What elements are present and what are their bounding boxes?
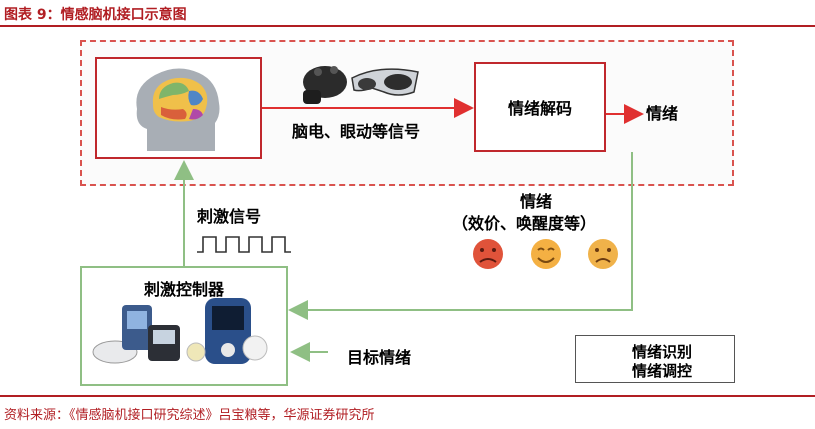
emotion-dims-detail: （效价、唤醒度等） [452,214,597,233]
controller-label: 刺激控制器 [143,280,224,299]
signal-label: 脑电、眼动等信号 [292,122,421,141]
decoder-to-controller-arrow [288,152,633,320]
emotion-output-label: 情绪 [646,104,679,123]
brain-box [95,57,262,159]
source-note: 资料来源：《情感脑机接口研究综述》吕宝粮等，华源证券研究所 [4,408,375,423]
stimulation-device-icon [92,298,268,364]
legend: 情绪识别 情绪调控 [575,335,735,383]
figure-title: 图表 9：情感脑机接口示意图 [4,7,187,23]
decoder-label: 情绪解码 [507,99,572,118]
legend-recognition-label: 情绪识别 [632,342,693,361]
brain-head-icon [136,68,220,151]
emotion-decoder-box: 情绪解码 [474,62,606,152]
stimulus-waveform [197,236,291,253]
target-emotion-label: 目标情绪 [347,348,412,367]
angry-face-icon [473,239,503,269]
legend-regulation-label: 情绪调控 [632,361,693,380]
footer-rule [0,395,815,397]
emotion-dims-title: 情绪 [520,192,553,211]
stimulus-controller-box: 刺激控制器 [80,266,288,386]
eye-tracker-glasses-icon [351,68,419,96]
stimulus-signal-label: 刺激信号 [197,207,262,226]
title-rule [0,25,815,27]
eeg-headset-icon [303,66,347,104]
sad-face-icon [588,239,618,269]
smile-face-icon [531,239,561,269]
